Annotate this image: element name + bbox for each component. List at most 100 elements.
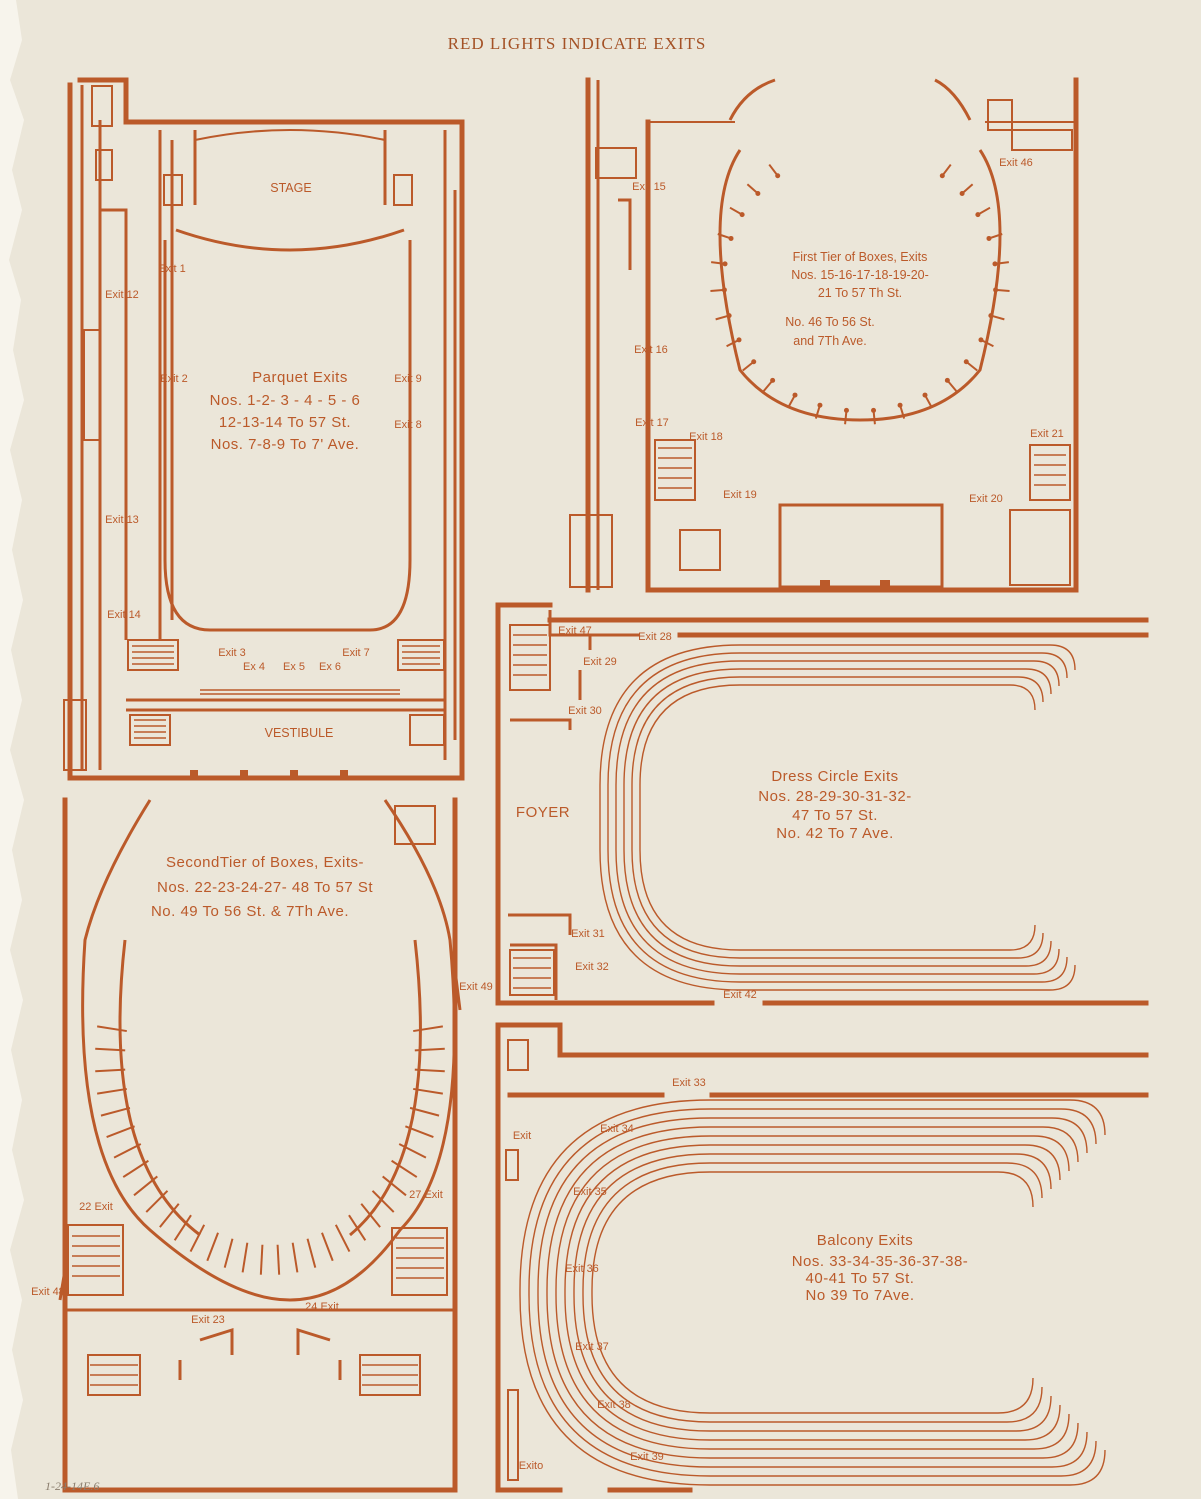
box-tick-dot: [922, 392, 928, 398]
balcony-rows: [519, 1099, 1106, 1486]
parquet-line3: Nos. 7-8-9 To 7' Ave.: [211, 436, 360, 453]
box-tick-dot: [939, 173, 945, 179]
exit-12-label: Exit 12: [105, 289, 139, 301]
box-tick: [413, 1087, 444, 1095]
dress-circle-row: [599, 644, 1076, 991]
dress-circle-row: [631, 676, 1044, 959]
box-tick: [371, 1190, 395, 1213]
exit-49-label: Exit 49: [459, 981, 493, 993]
vestibule-label: VESTIBULE: [265, 726, 334, 740]
balcony-row: [591, 1171, 1034, 1414]
exit-24-label: 24 Exit: [305, 1301, 339, 1313]
dress-circle-row: [615, 660, 1060, 975]
balcony-row: [528, 1108, 1097, 1477]
box-tick-dot: [843, 407, 849, 413]
exit-6-label: Ex 6: [319, 661, 341, 673]
box-tick: [206, 1232, 219, 1262]
first-tier-line4: No. 46 To 56 St.: [785, 315, 874, 329]
box-tick: [96, 1025, 127, 1033]
box-tick-dot: [775, 173, 781, 179]
box-tick-dot: [944, 377, 950, 383]
balcony-row: [537, 1117, 1088, 1468]
foyer-label: FOYER: [516, 804, 570, 821]
balcony-row: [582, 1162, 1043, 1423]
box-tick-dot: [770, 377, 776, 383]
box-tick-dot: [993, 287, 999, 293]
exit-47-label: Exit 47: [558, 625, 592, 637]
box-tick-dot: [755, 190, 761, 196]
balcony-row: [573, 1153, 1052, 1432]
exit-40-label: Exito: [519, 1460, 543, 1472]
exit-1-label: Exit 1: [158, 263, 186, 275]
exit-35-label: Exit 35: [573, 1186, 607, 1198]
balcony-row: [564, 1144, 1061, 1441]
box-tick-dot: [978, 337, 984, 343]
box-tick-dot: [992, 261, 998, 267]
exit-46-label: Exit 46: [999, 157, 1033, 169]
exit-29-label: Exit 29: [583, 656, 617, 668]
exit-42-label: Exit 42: [723, 989, 757, 1001]
box-tick-dot: [963, 359, 969, 365]
exit-31-label: Exit 31: [571, 928, 605, 940]
parquet-line2: 12-13-14 To 57 St.: [219, 414, 351, 431]
box-tick: [391, 1159, 418, 1178]
exit-21-label: Exit 21: [1030, 428, 1064, 440]
box-tick: [413, 1025, 444, 1033]
box-tick: [306, 1238, 317, 1268]
box-tick-dot: [871, 407, 877, 413]
exit-37-label: Exit 37: [575, 1341, 609, 1353]
exit-32-label: Exit 32: [575, 961, 609, 973]
second-tier-line1: SecondTier of Boxes, Exits-: [166, 854, 364, 871]
box-tick-dot: [959, 190, 965, 196]
first-tier-line5: and 7Th Ave.: [793, 334, 866, 348]
exit-7-label: Exit 7: [342, 647, 370, 659]
header-title: RED LIGHTS INDICATE EXITS: [448, 34, 707, 53]
box-tick-dot: [792, 392, 798, 398]
box-tick: [106, 1125, 135, 1138]
box-tick-dot: [722, 261, 728, 267]
exit-4-label: Ex 4: [243, 661, 265, 673]
box-tick-dot: [817, 402, 823, 408]
box-tick: [321, 1232, 334, 1262]
exit-33-label: Exit 33: [672, 1077, 706, 1089]
box-tick: [96, 1087, 127, 1095]
second-tier-line2: Nos. 22-23-24-27- 48 To 57 St: [157, 879, 373, 896]
exit-15-label: Exit 15: [632, 181, 666, 193]
box-tick-dot: [751, 359, 757, 365]
box-tick: [348, 1214, 367, 1241]
stage-label: STAGE: [270, 181, 311, 195]
exit-30-label: Exit 30: [568, 705, 602, 717]
exit-13-label: Exit 13: [105, 514, 139, 526]
box-tick: [173, 1214, 192, 1241]
box-tick: [259, 1244, 264, 1275]
balcony-line1: Balcony Exits: [817, 1232, 914, 1249]
box-tick: [405, 1125, 434, 1138]
box-tick-dot: [726, 313, 732, 319]
first-tier-line3: 21 To 57 Th St.: [818, 286, 902, 300]
exit-3-label: Exit 3: [218, 647, 246, 659]
exit-16-label: Exit 16: [634, 344, 668, 356]
first-tier-line1: First Tier of Boxes, Exits: [793, 250, 928, 264]
box-tick: [360, 1203, 381, 1228]
box-tick: [113, 1143, 142, 1159]
dress-circle-row: [639, 684, 1036, 951]
balcony-line2: Nos. 33-34-35-36-37-38-: [792, 1253, 969, 1270]
balcony-row: [546, 1126, 1079, 1459]
first-tier-plan: [569, 77, 1079, 593]
balcony-row: [519, 1099, 1106, 1486]
exit-9-label: Exit 9: [394, 373, 422, 385]
exit-38-label: Exit 38: [597, 1399, 631, 1411]
box-tick-dot: [986, 235, 992, 241]
torn-edge: [0, 0, 24, 1499]
box-tick: [398, 1143, 427, 1159]
exit-22-label: 22 Exit: [79, 1201, 113, 1213]
dress-circle-line1: Dress Circle Exits: [771, 768, 898, 785]
box-tick-dot: [739, 212, 745, 218]
box-tick-dot: [728, 235, 734, 241]
balcony-plan: [495, 1022, 1149, 1493]
first-tier-box-ticks: [710, 163, 1010, 425]
box-tick: [241, 1242, 249, 1273]
second-tier-line3: No. 49 To 56 St. & 7Th Ave.: [151, 903, 349, 920]
box-tick-dot: [721, 287, 727, 293]
exit-8-label: Exit 8: [394, 419, 422, 431]
